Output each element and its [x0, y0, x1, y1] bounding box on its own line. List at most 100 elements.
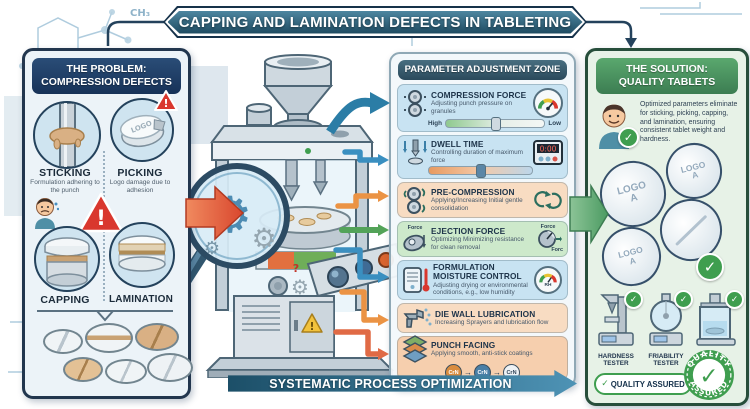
check-icon: ✓	[699, 363, 718, 389]
warning-icon: !	[301, 313, 323, 333]
ch3-molecule-label: CH₃	[130, 8, 150, 19]
picking-illustration: LOGO	[110, 98, 174, 162]
param-desc: Controlling duration of maximum force	[431, 149, 523, 164]
param-desc: Increasing Sprayers and lubrication flow	[435, 318, 549, 326]
param-title: FORMULATION MOISTURE CONTROL	[433, 262, 522, 282]
defective-tablet	[105, 359, 147, 384]
defect-label: CAPPING	[40, 294, 90, 306]
param-item-moisture-control: FORMULATION MOISTURE CONTROL Adjusting d…	[397, 260, 568, 300]
score-line	[675, 214, 707, 246]
arrow-right-icon: →	[464, 367, 472, 377]
param-item-dwell-time: DWELL TIME Controlling duration of maxim…	[397, 135, 568, 179]
knob	[327, 266, 349, 288]
param-title: PUNCH FACING	[431, 339, 496, 350]
page-title: CAPPING AND LAMINATION DEFECTS IN TABLET…	[168, 11, 583, 34]
sticking-illustration	[33, 101, 101, 169]
svg-text:!: !	[96, 206, 106, 230]
check-icon: ✓	[601, 379, 609, 389]
problem-panel: THE PROBLEM: COMPRESSION DEFECTS LOGO	[22, 48, 193, 399]
param-item-pre-compression: PRE-COMPRESSION Applying/Increasing Init…	[397, 182, 568, 218]
solution-description: Optimized parameters eliminate for stick…	[640, 101, 738, 144]
defect-desc: Formulation adhering to the punch	[30, 179, 100, 194]
coating-layers-icon	[402, 335, 428, 363]
param-title: DWELL TIME	[431, 138, 484, 149]
param-title: COMPRESSION FORCE	[431, 89, 527, 100]
dehumidifier-icon	[402, 265, 430, 295]
capped-tablet-icon	[44, 237, 90, 287]
param-item-die-wall-lubrication: DIE WALL LUBRICATION Increasing Sprayers…	[397, 303, 568, 333]
slider-handle	[476, 164, 487, 178]
timer-icon: 0:00	[533, 139, 563, 165]
ejection-cam-icon: Force	[402, 225, 428, 251]
check-icon: ✓	[624, 290, 643, 309]
capping-illustration	[34, 226, 100, 292]
dwell-slider	[428, 164, 533, 178]
humidity-gauge-icon: RH	[533, 266, 563, 294]
disintegration-tester: ✓	[692, 290, 744, 352]
test-tank-icon	[696, 293, 736, 346]
arrow-right-icon: →	[493, 367, 501, 377]
warning-icon: !	[154, 90, 178, 111]
param-desc: Adjusting drying or environmental condit…	[433, 281, 528, 297]
title-banner: CAPPING AND LAMINATION DEFECTS IN TABLET…	[163, 6, 587, 38]
punch-icons	[282, 159, 329, 202]
param-title: EJECTION FORCE	[431, 225, 506, 236]
chipped-tablet-icon: LOGO	[119, 114, 166, 148]
hopper-icon	[262, 54, 334, 135]
param-desc: Optimizing Minimizing resistance for cle…	[431, 236, 525, 251]
check-icon: ✓	[696, 253, 724, 281]
quality-assured-pill: ✓ QUALITY ASSURED	[594, 373, 692, 395]
param-item-punch-facing: PUNCH FACING Applying smooth, anti-stick…	[397, 335, 568, 381]
defect-label: LAMINATION	[108, 294, 174, 305]
gear-icon: ⚙	[208, 186, 253, 244]
defective-tablet	[135, 323, 179, 351]
check-icon: ✓	[618, 127, 639, 148]
warning-icon: !	[78, 192, 124, 233]
bracket	[37, 310, 173, 322]
laminated-tablet-icon	[118, 235, 166, 272]
hardness-tester: ✓ HARDNESS TESTER	[592, 290, 643, 368]
force-dial-icon: Force Forc	[538, 223, 563, 253]
defect-label: STICKING	[39, 167, 91, 179]
param-desc: Adjusting punch pressure on granules	[431, 100, 513, 115]
defective-tablet	[63, 357, 103, 382]
param-title: PRE-COMPRESSION	[431, 186, 515, 197]
gear-icon: ⚙	[291, 275, 309, 299]
param-desc: Applying smooth, anti-stick coatings	[431, 349, 533, 357]
spray-gun-icon	[402, 306, 432, 330]
tester-label: FRIABILITY TESTER	[648, 353, 684, 368]
defect-label: PICKING	[117, 167, 163, 179]
sad-operator-icon	[35, 198, 59, 229]
pre-compression-rollers-icon	[402, 185, 428, 215]
check-icon: ✓	[674, 290, 693, 309]
tester-label: HARDNESS TESTER	[598, 353, 634, 368]
parameter-zone-header: PARAMETER ADJUSTMENT ZONE	[398, 60, 567, 80]
friability-tester-icon	[649, 293, 683, 346]
param-item-ejection-force: Force EJECTION FORCE Optimizing Minimizi…	[397, 221, 568, 257]
compression-rollers-icon	[402, 89, 428, 117]
hardness-tester-icon	[598, 294, 634, 346]
gear-icon: ⚙	[251, 222, 276, 255]
svg-text:0:00: 0:00	[540, 144, 557, 153]
force-slider: High Low	[428, 117, 561, 131]
gear-icon: ⚙	[204, 238, 220, 259]
param-item-compression-force: COMPRESSION FORCE Adjusting punch pressu…	[397, 84, 568, 132]
check-icon: ✓	[725, 290, 744, 309]
solution-panel: THE SOLUTION: QUALITY TABLETS ✓ Optimize…	[585, 48, 749, 406]
defective-tablet	[147, 353, 193, 382]
punch-dwell-icon	[402, 139, 428, 165]
pressure-gauge-icon	[533, 88, 563, 118]
punch-sticking-icon	[49, 103, 85, 167]
param-title: DIE WALL LUBRICATION	[435, 308, 536, 319]
problem-panel-header: THE PROBLEM: COMPRESSION DEFECTS	[32, 58, 181, 94]
question-mark-icon: ?	[293, 262, 299, 275]
defective-tablet	[43, 329, 83, 354]
svg-text:!: !	[163, 97, 168, 110]
solution-panel-header: THE SOLUTION: QUALITY TABLETS	[596, 58, 738, 94]
parameter-zone-panel: PARAMETER ADJUSTMENT ZONE COMPRESSION FO…	[389, 52, 576, 388]
friability-tester: ✓ FRIABILITY TESTER	[642, 290, 693, 368]
knob	[355, 259, 373, 277]
